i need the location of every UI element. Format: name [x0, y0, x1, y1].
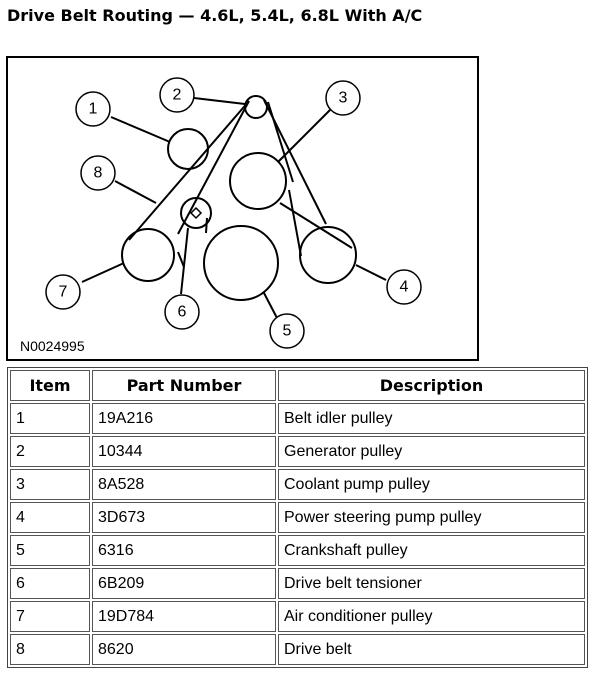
- cell-description: Crankshaft pulley: [278, 535, 585, 566]
- cell-description: Drive belt tensioner: [278, 568, 585, 599]
- belt-segment: [205, 217, 208, 234]
- table-row: 2 10344 Generator pulley: [10, 436, 585, 467]
- table-row: 3 8A528 Coolant pump pulley: [10, 469, 585, 500]
- callout-label-8: 8: [94, 165, 103, 182]
- leader-line: [110, 116, 171, 143]
- callout-circle-7: [45, 274, 81, 310]
- header-description: Description: [278, 370, 585, 401]
- cell-item: 8: [10, 634, 90, 665]
- cell-part-number: 8620: [92, 634, 276, 665]
- belt-segment: [279, 202, 353, 249]
- page-title: Drive Belt Routing — 4.6L, 5.4L, 6.8L Wi…: [7, 6, 423, 25]
- leader-line: [180, 227, 189, 295]
- callout-label-4: 4: [400, 279, 409, 296]
- cell-item: 6: [10, 568, 90, 599]
- belt-segment: [288, 189, 302, 257]
- callout-label-2: 2: [173, 87, 182, 104]
- leader-line: [114, 180, 157, 204]
- tensioner-pulley: [180, 197, 212, 229]
- leader-line: [355, 264, 387, 281]
- power-steering-pulley: [299, 226, 357, 284]
- callout-label-6: 6: [178, 304, 187, 321]
- idler-pulley: [167, 128, 209, 170]
- callout-circle-5: [269, 313, 305, 349]
- ac-pulley: [121, 228, 175, 282]
- cell-part-number: 6B209: [92, 568, 276, 599]
- belt-segment: [177, 251, 185, 268]
- cell-part-number: 19D784: [92, 601, 276, 632]
- figure-id: N0024995: [20, 338, 85, 354]
- belt-segment: [177, 100, 250, 235]
- cell-item: 7: [10, 601, 90, 632]
- leader-line: [277, 107, 333, 163]
- cell-item: 2: [10, 436, 90, 467]
- header-item: Item: [10, 370, 90, 401]
- cell-part-number: 6316: [92, 535, 276, 566]
- cell-item: 4: [10, 502, 90, 533]
- belt-segment: [128, 100, 250, 241]
- cell-description: Power steering pump pulley: [278, 502, 585, 533]
- belt-routing-diagram: 1 2 3 4 5 6 7 8 N0024995: [6, 56, 479, 361]
- cell-description: Belt idler pulley: [278, 403, 585, 434]
- callout-circle-1: [75, 91, 111, 127]
- cell-part-number: 10344: [92, 436, 276, 467]
- table-row: 5 6316 Crankshaft pulley: [10, 535, 585, 566]
- callout-circle-4: [386, 269, 422, 305]
- coolant-pump-pulley: [229, 152, 287, 210]
- table-header-row: Item Part Number Description: [10, 370, 585, 401]
- header-part-number: Part Number: [92, 370, 276, 401]
- callout-circle-6: [164, 294, 200, 330]
- leader-line: [81, 262, 125, 283]
- cell-part-number: 3D673: [92, 502, 276, 533]
- table-row: 1 19A216 Belt idler pulley: [10, 403, 585, 434]
- diagram-svg: 1 2 3 4 5 6 7 8: [45, 77, 422, 349]
- cell-part-number: 8A528: [92, 469, 276, 500]
- cell-description: Air conditioner pulley: [278, 601, 585, 632]
- leader-line: [193, 97, 246, 105]
- callout-label-7: 7: [59, 284, 68, 301]
- callout-circle-8: [80, 155, 116, 191]
- table-row: 7 19D784 Air conditioner pulley: [10, 601, 585, 632]
- callout-label-1: 1: [89, 101, 98, 118]
- generator-pulley: [244, 95, 268, 119]
- callout-circle-3: [325, 80, 361, 116]
- tensioner-pivot: [189, 206, 203, 220]
- cell-description: Coolant pump pulley: [278, 469, 585, 500]
- table-row: 8 8620 Drive belt: [10, 634, 585, 665]
- leader-line: [263, 292, 278, 319]
- belt-segment: [267, 101, 294, 183]
- table-row: 4 3D673 Power steering pump pulley: [10, 502, 585, 533]
- callout-label-5: 5: [283, 323, 292, 340]
- cell-part-number: 19A216: [92, 403, 276, 434]
- parts-table: Item Part Number Description 1 19A216 Be…: [7, 367, 588, 668]
- table-row: 6 6B209 Drive belt tensioner: [10, 568, 585, 599]
- crankshaft-pulley: [203, 225, 279, 301]
- cell-item: 1: [10, 403, 90, 434]
- cell-description: Drive belt: [278, 634, 585, 665]
- callout-circle-2: [159, 77, 195, 113]
- callout-label-3: 3: [339, 90, 348, 107]
- cell-description: Generator pulley: [278, 436, 585, 467]
- cell-item: 3: [10, 469, 90, 500]
- cell-item: 5: [10, 535, 90, 566]
